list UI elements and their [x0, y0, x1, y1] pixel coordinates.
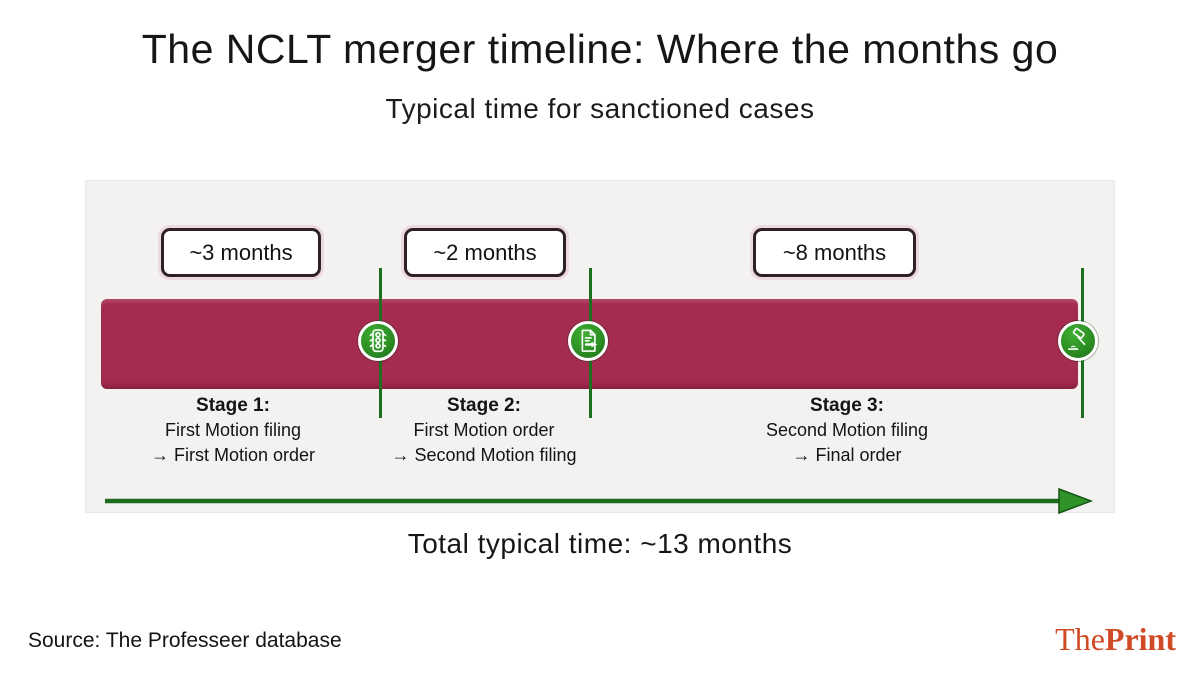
theprint-logo: ThePrint [1055, 621, 1176, 658]
stage-1-label: Stage 1: First Motion filing → First Mot… [83, 393, 383, 468]
timeline-direction-arrow [105, 487, 1094, 515]
stage-from: First Motion order [413, 420, 555, 440]
duration-box-stage3: ~8 months [753, 228, 916, 277]
duration-box-stage2: ~2 months [404, 228, 566, 277]
stage-to: → First Motion order [150, 445, 316, 465]
page-subtitle: Typical time for sanctioned cases [385, 93, 815, 124]
stage-from: First Motion filing [164, 420, 302, 440]
duration-label: ~3 months [189, 239, 293, 265]
stage-title: Stage 3: [810, 395, 884, 416]
logo-print: Print [1104, 621, 1176, 657]
page-title: The NCLT merger timeline: Where the mont… [141, 26, 1059, 72]
milestone-node-3 [1058, 321, 1098, 361]
milestone-node-2 [568, 321, 608, 361]
document-arrow-icon [581, 329, 598, 352]
gavel-icon [1067, 327, 1086, 350]
traffic-light-icon [369, 329, 387, 353]
stage-to: → Second Motion filing [391, 445, 577, 465]
duration-label: ~8 months [782, 239, 887, 265]
logo-the: The [1055, 621, 1105, 657]
source-label: Source: The Professeer database [28, 629, 342, 652]
duration-box-stage1: ~3 months [161, 228, 321, 277]
stage-3-label: Stage 3: Second Motion filing → Final or… [697, 393, 997, 468]
total-time-label: Total typical time: ~13 months [407, 528, 793, 559]
stage-title: Stage 2: [447, 395, 521, 416]
stage-from: Second Motion filing [765, 420, 929, 440]
stage-2-label: Stage 2: First Motion order → Second Mot… [334, 393, 634, 468]
duration-label: ~2 months [433, 239, 537, 265]
stage-to: → Final order [792, 445, 902, 465]
milestone-node-1 [358, 321, 398, 361]
timeline-panel: ~3 months ~2 months ~8 months [83, 180, 1115, 515]
stage-title: Stage 1: [196, 395, 270, 416]
